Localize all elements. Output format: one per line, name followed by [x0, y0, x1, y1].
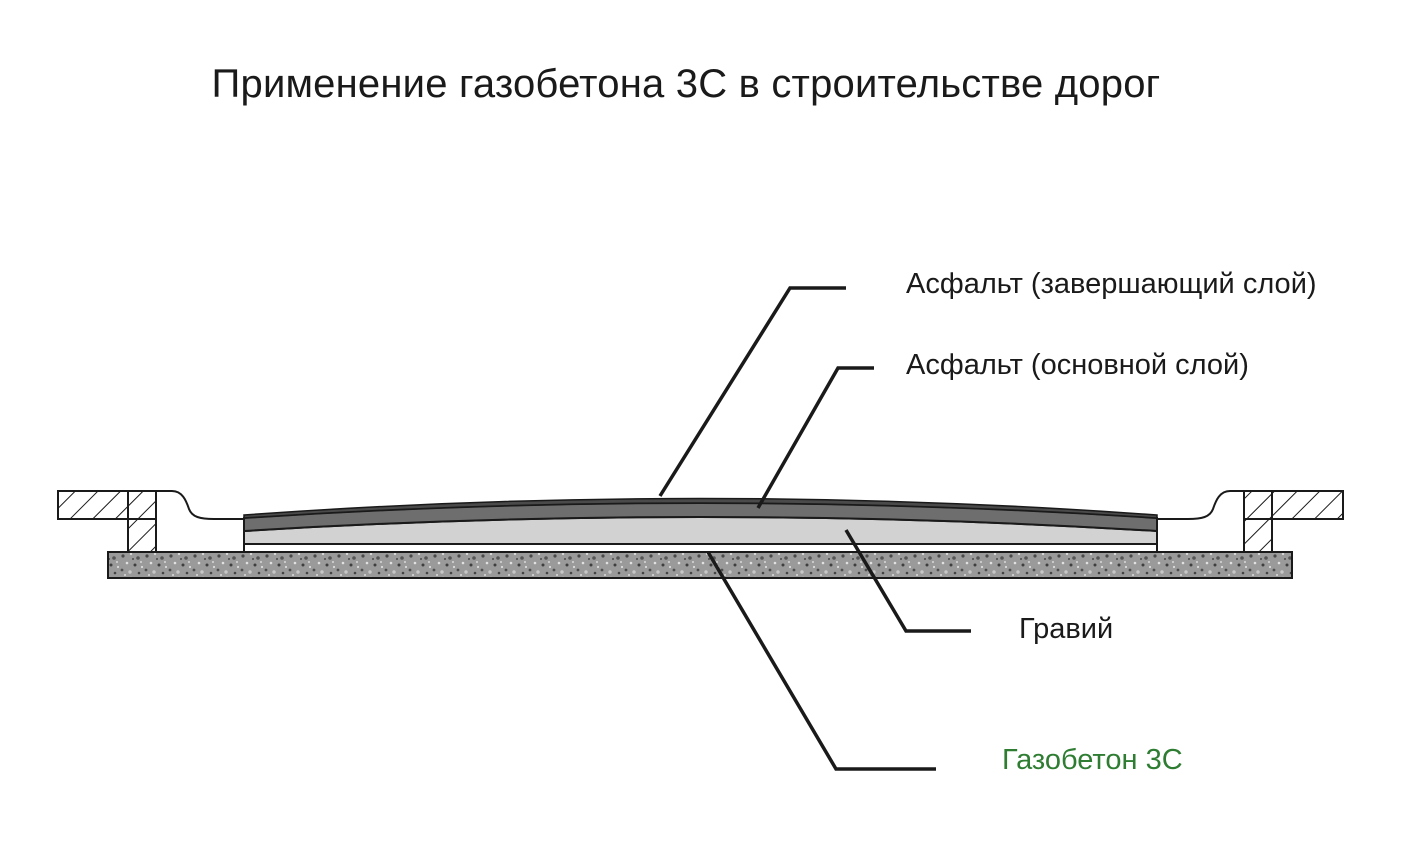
top-asphalt-layer: [243, 497, 1158, 519]
label-gravel: Гравий: [1019, 613, 1114, 645]
label-base-asphalt: Асфальт (основной слой): [906, 349, 1249, 381]
label-aerated-concrete: Газобетон 3С: [1002, 744, 1183, 776]
left-curb-hatching: [57, 490, 157, 553]
leader-line-gravel: [844, 529, 971, 633]
leader-line-top-asphalt: [658, 286, 846, 497]
leader-line-base-asphalt: [756, 366, 874, 509]
leader-line-aerated-concrete: [706, 551, 936, 771]
aerated-concrete-layer: [107, 551, 1293, 579]
page-title: Применение газобетона 3С в строительстве…: [211, 62, 1161, 106]
right-curb-hatching: [1243, 490, 1344, 553]
label-top-asphalt: Асфальт (завершающий слой): [906, 268, 1317, 300]
